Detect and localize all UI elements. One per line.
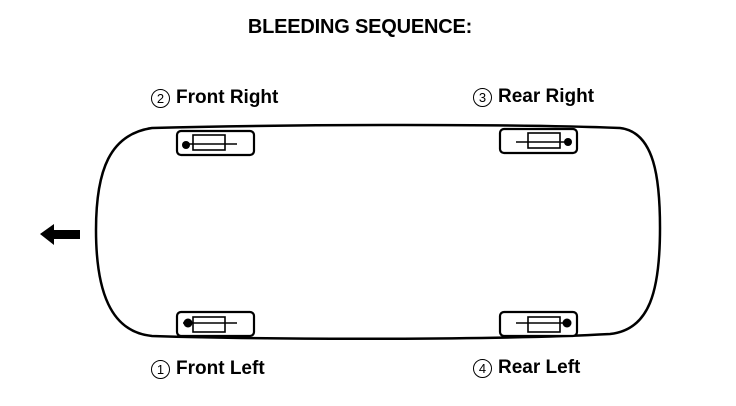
arrow-left-icon xyxy=(40,224,80,245)
brake-caliper-front-left xyxy=(175,310,256,338)
order-badge-front-right: 2 xyxy=(151,88,170,108)
order-badge-rear-left: 4 xyxy=(473,358,492,378)
label-front-right: 2 Front Right xyxy=(151,87,278,109)
order-badge-front-left: 1 xyxy=(151,359,170,379)
brake-caliper-front-right xyxy=(175,129,256,157)
diagram-title: BLEEDING SEQUENCE: xyxy=(0,16,736,39)
wheel-name-front-left: Front Left xyxy=(176,358,265,379)
label-rear-left: 4 Rear Left xyxy=(473,357,580,379)
diagram-title-text: BLEEDING SEQUENCE: xyxy=(247,16,473,38)
wheel-name-rear-left: Rear Left xyxy=(498,357,581,378)
wheel-name-front-right: Front Right xyxy=(176,87,279,108)
label-front-left: 1 Front Left xyxy=(151,358,265,380)
brake-caliper-rear-right xyxy=(498,127,579,155)
vehicle-body-outline xyxy=(94,123,662,341)
brake-caliper-rear-left xyxy=(498,310,579,338)
label-rear-right: 3 Rear Right xyxy=(473,86,594,108)
wheel-name-rear-right: Rear Right xyxy=(498,86,595,107)
order-badge-rear-right: 3 xyxy=(473,87,492,107)
